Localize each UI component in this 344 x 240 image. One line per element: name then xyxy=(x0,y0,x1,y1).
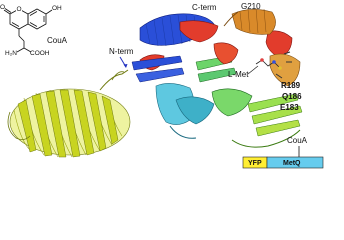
n-term-label: N-term xyxy=(109,47,134,56)
e183-label: E183 xyxy=(280,103,299,112)
bond xyxy=(23,47,32,53)
yfp-barrel xyxy=(7,71,131,158)
l-met-pointer xyxy=(247,65,259,75)
metq-domain xyxy=(131,7,303,148)
bond xyxy=(18,35,25,42)
metq-box xyxy=(266,156,324,169)
linker-loop xyxy=(99,69,129,91)
n-term-arrowhead xyxy=(123,64,128,68)
carboxyl-label: COOH xyxy=(30,50,50,57)
c-term-label: C-term xyxy=(192,3,217,12)
figure: O O OH H₂N COOH CouA xyxy=(0,2,324,169)
construct-coua-label: CouA xyxy=(287,136,308,145)
figure-canvas: O O OH H₂N COOH CouA xyxy=(0,2,324,169)
metq-box-label: MetQ xyxy=(283,160,301,167)
amine-label: H₂N xyxy=(5,50,17,57)
g210-tail xyxy=(223,11,239,27)
r189-label: R189 xyxy=(281,81,301,90)
bond xyxy=(16,47,25,53)
bond xyxy=(29,11,38,16)
coua-structure xyxy=(3,8,53,53)
bond xyxy=(3,9,11,15)
yfp-box-label: YFP xyxy=(248,160,262,167)
ring-oxygen-label: O xyxy=(17,6,22,13)
coua-name: CouA xyxy=(47,36,68,45)
q186-label: Q186 xyxy=(282,92,302,101)
ligand-atom xyxy=(272,60,276,64)
hydroxyl-label: OH xyxy=(52,5,62,12)
carbonyl-oxygen-label: O xyxy=(0,4,5,11)
atom-bg xyxy=(16,6,22,12)
ligand-atom xyxy=(260,58,264,62)
bond xyxy=(29,22,38,27)
l-met-label: L-Met xyxy=(228,70,249,79)
ligand-atom xyxy=(278,66,282,70)
bond xyxy=(45,9,53,15)
benzene-ring xyxy=(27,8,47,30)
g210-label: G210 xyxy=(241,2,261,11)
residue-sticks xyxy=(275,51,292,79)
bond xyxy=(11,22,20,27)
bond xyxy=(4,8,12,13)
l-met-ligand xyxy=(255,59,281,69)
